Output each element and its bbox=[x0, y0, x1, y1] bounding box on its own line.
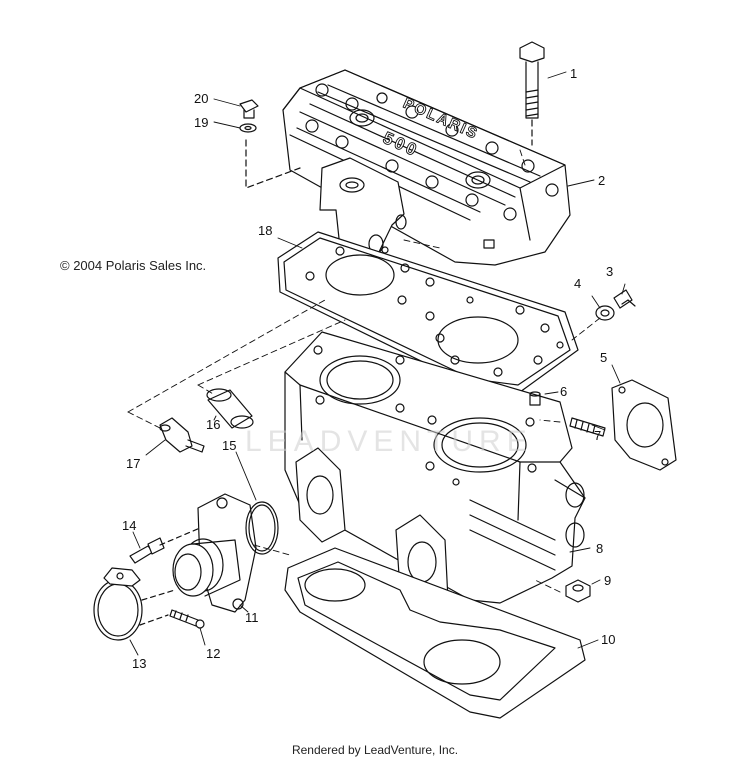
callout-13: 13 bbox=[132, 656, 146, 671]
screw-part-20 bbox=[239, 99, 259, 119]
footer-credit: Rendered by LeadVenture, Inc. bbox=[291, 743, 459, 757]
callout-11: 11 bbox=[245, 610, 259, 625]
callout-14: 14 bbox=[122, 518, 136, 533]
callout-7: 7 bbox=[594, 428, 601, 443]
dowel-pin-part-6 bbox=[529, 391, 541, 406]
washer-part-4 bbox=[595, 305, 615, 321]
screw-part-12 bbox=[169, 609, 205, 629]
callout-2: 2 bbox=[598, 173, 605, 188]
o-ring-part-15 bbox=[245, 501, 279, 555]
head-bolt-bosses bbox=[305, 83, 559, 221]
plug-part-3 bbox=[613, 289, 636, 309]
callout-numbers: 1 2 3 4 5 6 7 8 9 10 11 12 13 14 15 16 1… bbox=[122, 66, 615, 671]
callout-3: 3 bbox=[606, 264, 613, 279]
spark-plug-hole-1 bbox=[349, 109, 375, 127]
temp-sensor-part-17 bbox=[159, 417, 205, 453]
gasket-holes bbox=[305, 246, 564, 377]
callout-4: 4 bbox=[574, 276, 581, 291]
callout-9: 9 bbox=[604, 573, 611, 588]
callout-10: 10 bbox=[601, 632, 615, 647]
callout-15: 15 bbox=[222, 438, 236, 453]
cylinder-stud-holes bbox=[313, 345, 537, 486]
callout-18: 18 bbox=[258, 223, 272, 238]
callout-16: 16 bbox=[206, 417, 220, 432]
callout-8: 8 bbox=[596, 541, 603, 556]
exhaust-manifold-part-11 bbox=[172, 493, 257, 613]
washer-part-19 bbox=[239, 123, 257, 133]
stud-part-7 bbox=[569, 417, 606, 437]
callout-5: 5 bbox=[600, 350, 607, 365]
bolt-part-14 bbox=[129, 527, 201, 564]
clamp-part-13 bbox=[93, 567, 143, 641]
callout-6: 6 bbox=[560, 384, 567, 399]
callout-leaders bbox=[129, 71, 626, 656]
spark-plug-hole-2 bbox=[465, 171, 491, 189]
callout-19: 19 bbox=[194, 115, 208, 130]
callout-20: 20 bbox=[194, 91, 208, 106]
base-gasket-part-10 bbox=[284, 547, 586, 719]
assembly-leader-lines bbox=[127, 149, 601, 593]
nut-part-9 bbox=[565, 579, 591, 603]
callout-17: 17 bbox=[126, 456, 140, 471]
fitting-part-16 bbox=[206, 388, 254, 429]
watermark-text: LEADVENTURE bbox=[245, 425, 533, 458]
callout-1: 1 bbox=[570, 66, 577, 81]
capscrew-part-1 bbox=[519, 41, 545, 146]
copyright-notice: © 2004 Polaris Sales Inc. bbox=[60, 258, 207, 273]
callout-12: 12 bbox=[206, 646, 220, 661]
exhaust-gasket-part-5 bbox=[611, 379, 677, 471]
